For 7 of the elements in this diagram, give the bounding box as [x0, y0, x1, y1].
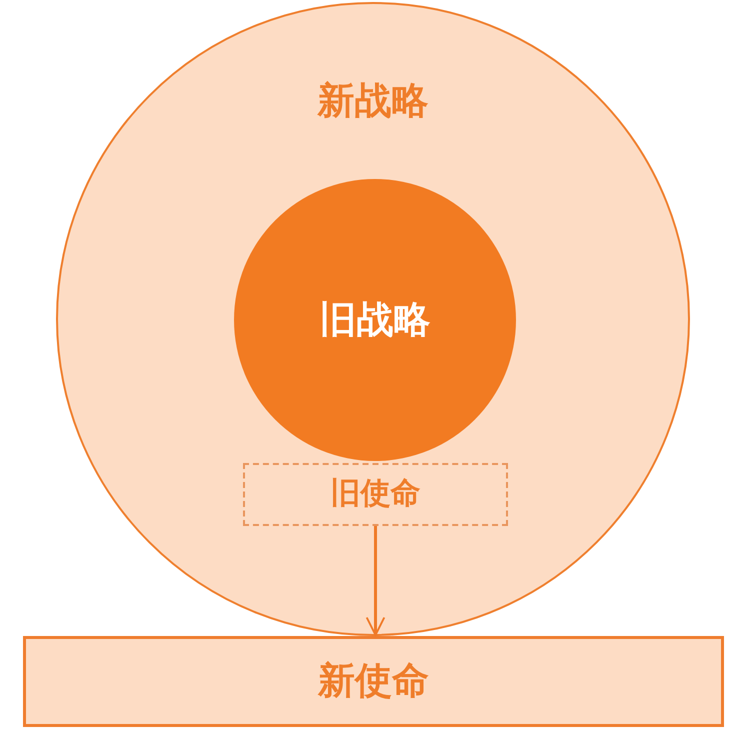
dashed-box [243, 463, 508, 526]
circle-label: 新战略 [318, 80, 428, 123]
box-label: 旧使命 [330, 477, 420, 512]
box-label: 新使命 [318, 660, 429, 703]
circle-label: 旧战略 [320, 298, 430, 342]
process-box [23, 636, 724, 727]
arrow [366, 526, 386, 636]
